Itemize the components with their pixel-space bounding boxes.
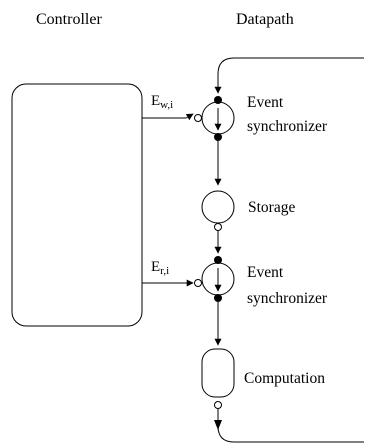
computation-out-port [214,401,222,409]
computation-node: Computation [201,348,325,409]
storage-node: Storage [201,190,295,231]
read-event-label: Er,i [151,259,169,277]
synchronizer-bottom-event-port [194,279,202,287]
write-event-label: Ew,i [151,93,173,111]
synchronizer-bottom-label-2: synchronizer [247,290,328,307]
storage-circle [201,190,235,224]
event-synchronizer-top: Event synchronizer [194,94,328,141]
synchronizer-top-in-token [214,96,222,104]
output-arrowhead [214,420,222,430]
synchronizer-top-out-token [214,133,222,141]
controller-box [11,83,143,327]
feedback-in-wire [214,57,364,94]
synchronizer-bottom-out-token [214,294,222,302]
feedback-out-wire [217,409,364,443]
storage-out-port [214,223,222,231]
controller-heading: Controller [36,11,102,28]
synchronizer-bottom-in-token [214,256,222,264]
computation-box [201,348,235,398]
synchronizer-top-label-2: synchronizer [247,118,328,135]
synchronizer-top-label-1: Event [247,94,284,111]
event-synchronizer-bottom: Event synchronizer [194,256,328,307]
datapath-heading: Datapath [236,11,294,28]
storage-label: Storage [248,199,295,216]
synchronizer-bottom-label-1: Event [247,264,284,281]
write-event-wire [142,113,194,121]
synchronizer-top-event-port [194,114,202,122]
computation-label: Computation [244,370,325,387]
